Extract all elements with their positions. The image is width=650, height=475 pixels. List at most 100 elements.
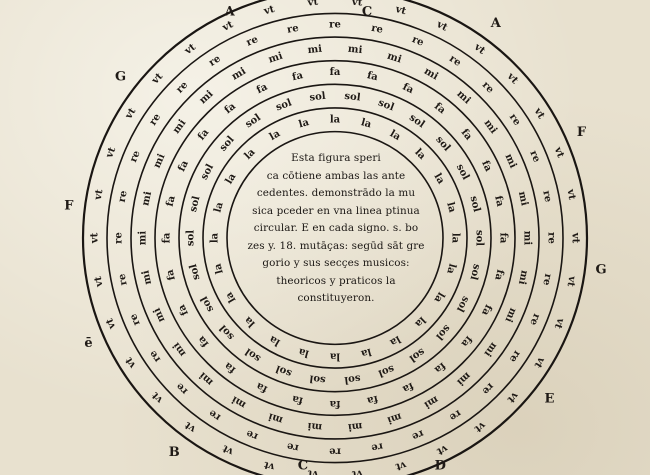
syllable-fa: fa <box>401 82 416 97</box>
syllable-vt: vt <box>531 105 547 121</box>
ring-line <box>81 0 589 475</box>
syllable-re: re <box>540 190 553 204</box>
syllable-mi: mi <box>347 420 363 432</box>
syllable-vt: vt <box>104 145 119 160</box>
syllable-re: re <box>447 407 463 423</box>
syllable-mi: mi <box>386 410 403 425</box>
syllable-re: re <box>128 312 143 327</box>
syllable-mi: mi <box>152 306 168 324</box>
syllable-sol: sol <box>377 97 396 113</box>
syllable-re: re <box>114 232 125 244</box>
syllable-sol: sol <box>407 346 427 364</box>
syllable-mi: mi <box>267 51 284 66</box>
syllable-mi: mi <box>140 269 154 286</box>
caption-line: Esta figura speri <box>291 152 381 164</box>
caption-line: theoricos y praticos la <box>276 274 396 287</box>
syllable-la: la <box>359 346 372 359</box>
syllable-vt: vt <box>394 458 408 472</box>
syllable-sol: sol <box>344 91 362 104</box>
syllable-mi: mi <box>197 369 215 387</box>
concentric-circles <box>81 0 589 475</box>
syllable-vt: vt <box>504 70 520 86</box>
syllable-la: la <box>329 351 340 362</box>
syllable-mi: mi <box>140 190 154 207</box>
syllable-fa: fa <box>176 158 191 173</box>
syllable-re: re <box>245 427 260 442</box>
syllable-la: la <box>412 314 427 329</box>
syllable-fa: fa <box>165 194 178 207</box>
syllable-vt: vt <box>505 389 521 405</box>
syllable-vt: vt <box>183 419 199 435</box>
syllable-mi: mi <box>454 89 472 107</box>
caption-line: ca cōtiene ambas las ante <box>266 169 406 182</box>
syllable-fa: fa <box>291 393 304 406</box>
outer-label: A <box>490 16 502 31</box>
syllable-fa: fa <box>329 398 340 409</box>
syllable-vt: vt <box>220 19 235 34</box>
ring-line <box>226 130 444 346</box>
syllable-la: la <box>450 233 461 244</box>
syllable-mi: mi <box>454 370 472 388</box>
syllable-mi: mi <box>138 231 149 246</box>
syllable-fa: fa <box>196 127 212 143</box>
syllable-vt: vt <box>570 232 581 244</box>
syllable-vt: vt <box>221 442 236 457</box>
syllable-sol: sol <box>433 322 452 341</box>
syllable-vt: vt <box>262 4 276 18</box>
syllable-vt: vt <box>149 71 165 87</box>
syllable-mi: mi <box>422 393 440 410</box>
syllable-vt: vt <box>564 187 577 201</box>
syllable-mi: mi <box>516 269 530 286</box>
syllable-sol: sol <box>376 363 395 379</box>
syllable-sol: sol <box>243 345 263 363</box>
syllable-re: re <box>174 380 190 396</box>
outer-label: F <box>577 125 587 140</box>
syllable-re: re <box>507 112 523 128</box>
syllable-vt: vt <box>306 0 319 9</box>
ring-line <box>154 59 516 417</box>
syllable-la: la <box>267 333 282 348</box>
syllable-re: re <box>128 149 143 164</box>
syllable-mi: mi <box>197 88 215 106</box>
syllable-vt: vt <box>262 459 276 473</box>
syllable-fa: fa <box>458 334 474 350</box>
syllable-sol: sol <box>454 162 471 182</box>
syllable-fa: fa <box>400 380 415 395</box>
caption-line: gorio y sus secçes musicos: <box>262 257 410 269</box>
syllable-re: re <box>286 440 300 453</box>
syllable-vt: vt <box>564 274 577 288</box>
syllable-mi: mi <box>307 44 323 56</box>
syllable-re: re <box>329 20 341 31</box>
syllable-la: la <box>212 201 225 214</box>
syllable-la: la <box>224 289 239 304</box>
caption-line: zes y. 18. mutāças: segūd sāt gre <box>247 239 425 252</box>
center-caption: Esta figura speri ca cōtiene ambas las a… <box>238 150 434 308</box>
syllable-mi: mi <box>502 152 518 170</box>
syllable-mi: mi <box>386 51 403 66</box>
syllable-sol: sol <box>467 263 482 281</box>
syllable-vt: vt <box>393 4 407 18</box>
syllable-re: re <box>174 80 190 96</box>
syllable-sol: sol <box>309 91 327 104</box>
syllable-fa: fa <box>492 195 505 208</box>
syllable-sol: sol <box>468 195 483 213</box>
syllable-sol: sol <box>218 322 237 341</box>
syllable-vt: vt <box>307 467 320 475</box>
syllable-fa: fa <box>222 359 238 375</box>
syllable-re: re <box>540 273 553 287</box>
syllable-vt: vt <box>435 442 450 457</box>
syllable-la: la <box>330 114 341 125</box>
syllable-fa: fa <box>291 70 304 83</box>
syllable-fa: fa <box>196 333 212 349</box>
syllable-re: re <box>148 112 164 128</box>
syllable-vt: vt <box>182 42 198 58</box>
outer-label: G <box>115 70 126 85</box>
outer-label: D <box>435 459 446 474</box>
syllable-fa: fa <box>176 302 191 317</box>
syllable-vt: vt <box>93 275 106 289</box>
ring-line <box>130 36 540 440</box>
syllable-fa: fa <box>498 233 509 244</box>
